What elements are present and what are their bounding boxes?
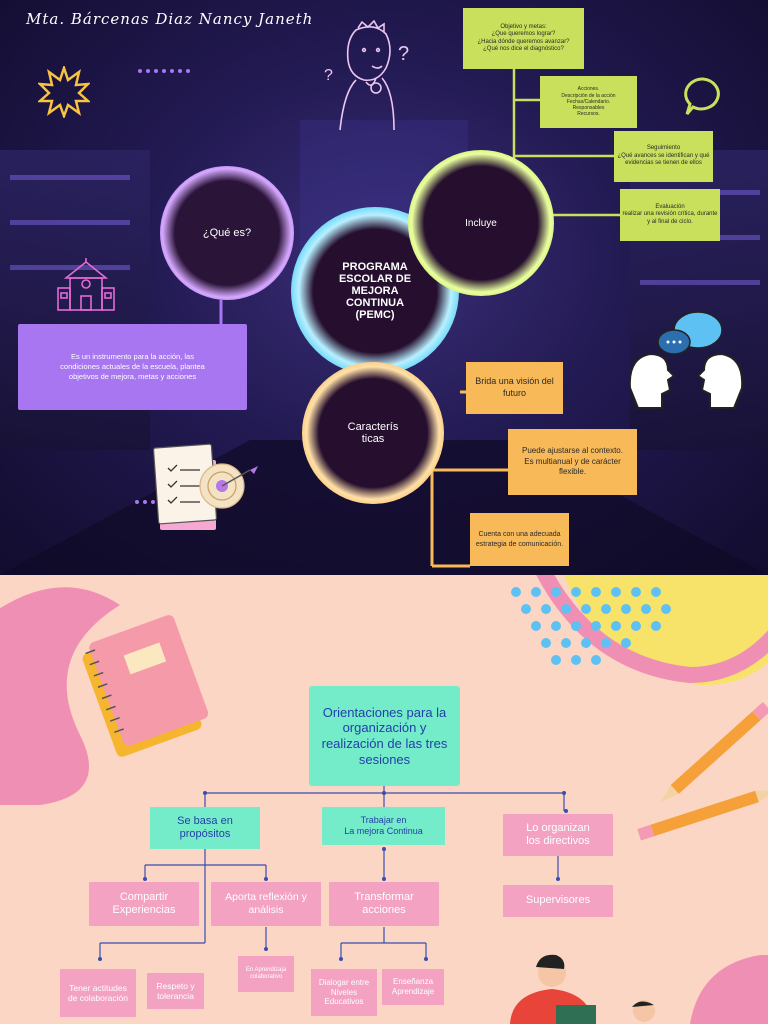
- caracteristica-flexible-box: Puede ajustarse al contexto. Es multianu…: [508, 429, 637, 495]
- que-es-description-box: Es un instrumento para la acción, las co…: [18, 324, 247, 410]
- caracteristica-comunicacion-box: Cuenta con una adecuada estrategia de co…: [470, 513, 569, 566]
- bottom-decorations: [0, 575, 768, 1024]
- dialogue-heads-icon: [628, 311, 744, 409]
- lo-organizan-box: Lo organizan los directivos: [503, 814, 613, 856]
- dots-decoration-small: [135, 500, 155, 504]
- incluye-label: Incluye: [465, 217, 497, 229]
- transformar-acciones-box: Transformar acciones: [329, 882, 439, 926]
- se-basa-label: Se basa en propósitos: [177, 814, 233, 840]
- supervisores-label: Supervisores: [525, 894, 591, 907]
- orientaciones-title: Orientaciones para la organización y rea…: [321, 704, 448, 767]
- caracteristica-vision-box: Brida una visión del futuro: [466, 362, 563, 414]
- respeto-tolerancia-box: Respeto y tolerancia: [147, 973, 204, 1009]
- aprendizaje-colaborativo-label: En Aprendizaja colaborativo: [245, 966, 287, 980]
- caracteristicas-label: Caracterís ticas: [347, 420, 399, 445]
- transformar-acciones-label: Transformar acciones: [354, 890, 414, 916]
- pemc-title: PROGRAMA ESCOLAR DE MEJORA CONTINUA (PEM…: [338, 260, 412, 322]
- que-es-circle: ¿Qué es?: [160, 166, 294, 300]
- aporta-reflexion-label: Aporta reflexión y análisis: [225, 891, 307, 916]
- que-es-description: Es un instrumento para la acción, las co…: [60, 352, 205, 381]
- pemc-mind-map: Mta. Bárcenas Diaz Nancy Janeth ? ?: [0, 0, 768, 575]
- orientaciones-title-box: Orientaciones para la organización y rea…: [309, 686, 460, 786]
- incluye-objetivos-box: Objetivo y metas: ¿Que queremos lograr? …: [463, 8, 584, 69]
- school-building-icon: [57, 258, 115, 311]
- svg-text:?: ?: [324, 67, 333, 84]
- caracteristicas-circle: Caracterís ticas: [302, 362, 444, 504]
- aprendizaje-colaborativo-box: En Aprendizaja colaborativo: [238, 956, 294, 992]
- dialogar-niveles-box: Dialogar entre Niveles Educativos: [311, 969, 377, 1016]
- author-name: Mta. Bárcenas Diaz Nancy Janeth: [26, 10, 314, 28]
- ensenanza-aprendizaje-box: Enseñanza Aprendizaje: [382, 969, 444, 1005]
- trabajar-mejora-label: Trabajar en La mejora Continua: [344, 815, 423, 836]
- dots-decoration: [138, 69, 190, 73]
- ensenanza-aprendizaje-label: Enseñanza Aprendizaje: [391, 977, 435, 996]
- trabajar-mejora-box: Trabajar en La mejora Continua: [322, 807, 445, 845]
- bottom-connectors: [98, 786, 568, 961]
- que-es-label: ¿Qué es?: [202, 227, 252, 239]
- svg-text:?: ?: [398, 43, 409, 65]
- incluye-seguimiento-box: Seguimiento ¿Qué avances se identifican …: [614, 131, 713, 182]
- orientaciones-diagram: Orientaciones para la organización y rea…: [0, 575, 768, 1024]
- incluye-circle: Incluye: [408, 150, 554, 296]
- tener-actitudes-label: Tener actitudes de colaboración: [67, 982, 128, 1003]
- dialogar-niveles-label: Dialogar entre Niveles Educativos: [318, 978, 370, 1007]
- tener-actitudes-box: Tener actitudes de colaboración: [60, 969, 136, 1017]
- thinking-person-icon: ? ?: [324, 20, 409, 131]
- se-basa-box: Se basa en propósitos: [150, 807, 260, 849]
- starburst-icon: [38, 66, 90, 118]
- incluye-evaluacion-box: Evaluación realizar una revisión crítica…: [620, 189, 720, 241]
- compartir-experiencias-label: Compartir Experiencias: [112, 890, 176, 916]
- compartir-experiencias-box: Compartir Experiencias: [89, 882, 199, 926]
- incluye-acciones-box: Acciones. Descripción de la acción Fecha…: [540, 76, 637, 128]
- speech-bubble-icon: [684, 77, 720, 115]
- checklist-target-icon: [152, 443, 258, 530]
- respeto-tolerancia-label: Respeto y tolerancia: [156, 980, 195, 1001]
- supervisores-box: Supervisores: [503, 885, 613, 917]
- aporta-reflexion-box: Aporta reflexión y análisis: [211, 882, 321, 926]
- lo-organizan-label: Lo organizan los directivos: [526, 821, 590, 847]
